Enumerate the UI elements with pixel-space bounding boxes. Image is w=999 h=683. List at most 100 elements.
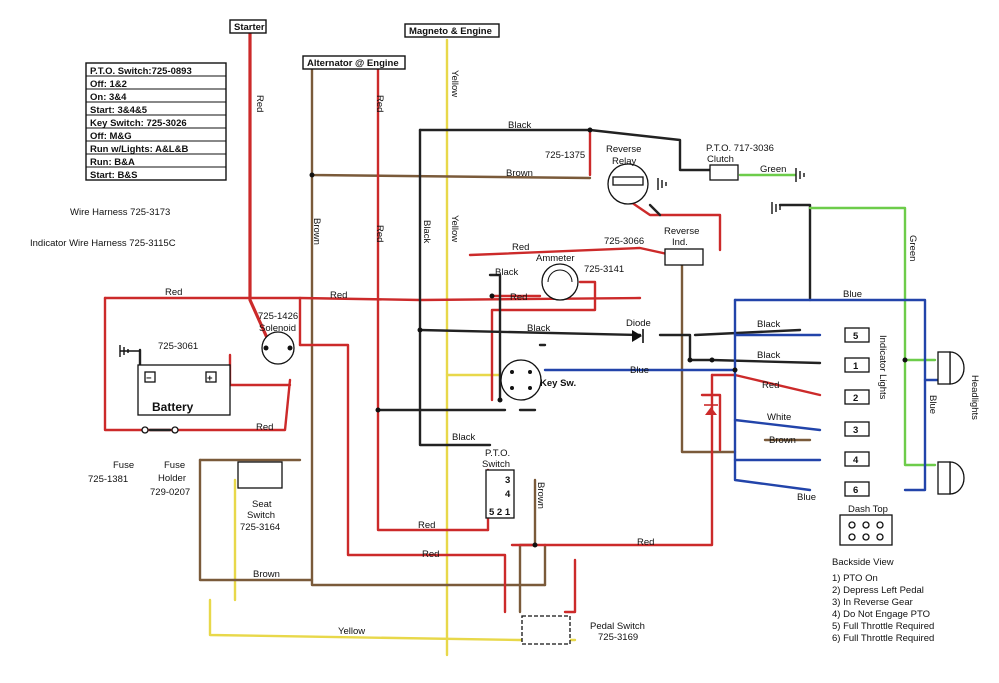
- legend-item: 3) In Reverse Gear: [832, 597, 913, 608]
- reverse-relay-label: Reverse: [606, 144, 641, 155]
- wire-label-red: Red: [510, 292, 527, 303]
- diode: Diode: [626, 318, 651, 343]
- seat-switch-label-2: Switch: [247, 510, 275, 521]
- wire-harness-label: Wire Harness 725-3173: [70, 207, 170, 218]
- reverse-relay-label-2: Relay: [612, 156, 637, 167]
- alternator-label-box: [302, 55, 406, 70]
- svg-text:+: +: [207, 373, 213, 384]
- pto-clutch-number: P.T.O. 717-3036: [706, 143, 774, 154]
- wire-label-black: Black: [508, 120, 531, 131]
- diode-vertical: [704, 404, 718, 415]
- seat-switch-label: Seat: [252, 499, 272, 510]
- legend-item: 6) Full Throttle Required: [832, 633, 934, 644]
- wire-color-labels: Red Red Red Yellow Yellow Black Brown Br…: [165, 70, 938, 637]
- wire-label-green: Green: [760, 164, 786, 175]
- blue-wires: [543, 298, 942, 492]
- reverse-ind-number: 725-3066: [604, 236, 644, 247]
- backside-view-label: Backside View: [832, 557, 894, 568]
- indicator-number: 4: [853, 455, 859, 466]
- key-switch-label: Key Sw.: [540, 378, 576, 389]
- pedal-switch: Pedal Switch 725-3169: [521, 615, 645, 645]
- wire-label-red: Red: [374, 225, 385, 242]
- wire-label-green: Green: [907, 235, 918, 261]
- wire-label-red: Red: [512, 242, 529, 253]
- black-wires: [138, 128, 822, 447]
- pto-clutch-label: Clutch: [707, 154, 734, 165]
- ground-icon: [771, 202, 781, 214]
- pto-terminal: 4: [505, 489, 511, 500]
- magneto-label: Magneto & Engine: [409, 26, 492, 37]
- indicator-number: 5: [853, 331, 859, 342]
- info-line: P.T.O. Switch:725-0893: [90, 66, 192, 77]
- wire-label-yellow: Yellow: [449, 70, 460, 97]
- reverse-ind-label-2: Ind.: [672, 237, 688, 248]
- info-line: Run: B&A: [90, 157, 135, 168]
- pto-clutch: P.T.O. 717-3036 Clutch: [706, 143, 774, 181]
- info-line: On: 3&4: [90, 92, 127, 103]
- ground-icon: [657, 178, 667, 190]
- indicator-legend: 1) PTO On 2) Depress Left Pedal 3) In Re…: [832, 573, 934, 644]
- wire-label-red: Red: [637, 537, 654, 548]
- wire-label-yellow: Yellow: [338, 626, 365, 637]
- indicator-lights: 5 1 2 3 4 6 Indicator Lights: [844, 327, 888, 497]
- wire-label-red: Red: [762, 380, 779, 391]
- wire-label-brown: Brown: [535, 482, 546, 509]
- alternator-label: Alternator @ Engine: [307, 58, 399, 69]
- info-line: Off: 1&2: [90, 79, 127, 90]
- battery-number: 725-3061: [158, 341, 198, 352]
- fuse-number: 725-1381: [88, 474, 128, 485]
- wire-label-red: Red: [418, 520, 435, 531]
- pedal-switch-label: Pedal Switch: [590, 621, 645, 632]
- wire-label-black: Black: [452, 432, 475, 443]
- wire-label-black: Black: [757, 350, 780, 361]
- green-wires: [738, 173, 937, 467]
- headlights: Headlights: [937, 351, 980, 495]
- reverse-ind-label: Reverse: [664, 226, 699, 237]
- legend-item: 5) Full Throttle Required: [832, 621, 934, 632]
- key-switch: Key Sw.: [500, 359, 576, 401]
- legend-item: 4) Do Not Engage PTO: [832, 609, 930, 620]
- info-line: Key Switch: 725-3026: [90, 118, 187, 129]
- pto-terminal: 3: [505, 475, 510, 486]
- solenoid: 725-1426 Solenoid: [258, 311, 298, 365]
- magneto-label-box: [404, 23, 500, 38]
- pto-key-switch-info-box: P.T.O. Switch:725-0893 Off: 1&2 On: 3&4 …: [85, 62, 227, 181]
- fuse-label: Fuse: [113, 460, 134, 471]
- starter-label: Starter: [234, 22, 265, 33]
- wire-label-black: Black: [495, 267, 518, 278]
- legend-item: 1) PTO On: [832, 573, 878, 584]
- wire-label-brown: Brown: [311, 218, 322, 245]
- battery: − + Battery 725-3061: [137, 341, 231, 416]
- info-line: Start: 3&4&5: [90, 105, 148, 116]
- pto-switch-label: P.T.O.: [485, 448, 510, 459]
- wire-label-red: Red: [254, 95, 265, 112]
- diode-label: Diode: [626, 318, 651, 329]
- wire-label-brown: Brown: [769, 435, 796, 446]
- info-line: Start: B&S: [90, 170, 138, 181]
- ammeter-label: Ammeter: [536, 253, 575, 264]
- ammeter: Ammeter 725-3141: [536, 253, 624, 301]
- ground-icon: [795, 168, 805, 182]
- wire-label-brown: Brown: [506, 168, 533, 179]
- wire-label-blue: Blue: [843, 289, 862, 300]
- reverse-relay: 725-1375 Reverse Relay: [545, 144, 649, 205]
- seat-switch-number: 725-3164: [240, 522, 280, 533]
- indicator-number: 2: [853, 393, 858, 404]
- fuse-holder-label-2: Holder: [158, 473, 186, 484]
- wire-label-blue: Blue: [927, 395, 938, 414]
- wire-label-black: Black: [527, 323, 550, 334]
- starter-label-box: [229, 19, 267, 34]
- wire-label-blue: Blue: [797, 492, 816, 503]
- pto-switch-label-2: Switch: [482, 459, 510, 470]
- indicator-number: 6: [853, 485, 858, 496]
- wire-label-red: Red: [165, 287, 182, 298]
- headlights-label: Headlights: [969, 375, 980, 420]
- fuse: Fuse 725-1381 Fuse Holder 729-0207: [88, 426, 190, 498]
- ammeter-number: 725-3141: [584, 264, 624, 275]
- fuse-holder-number: 729-0207: [150, 487, 190, 498]
- indicator-harness-label: Indicator Wire Harness 725-3115C: [30, 238, 176, 249]
- wire-label-red: Red: [330, 290, 347, 301]
- dash-top-view: Dash Top Backside View: [832, 504, 894, 568]
- pedal-switch-number: 725-3169: [598, 632, 638, 643]
